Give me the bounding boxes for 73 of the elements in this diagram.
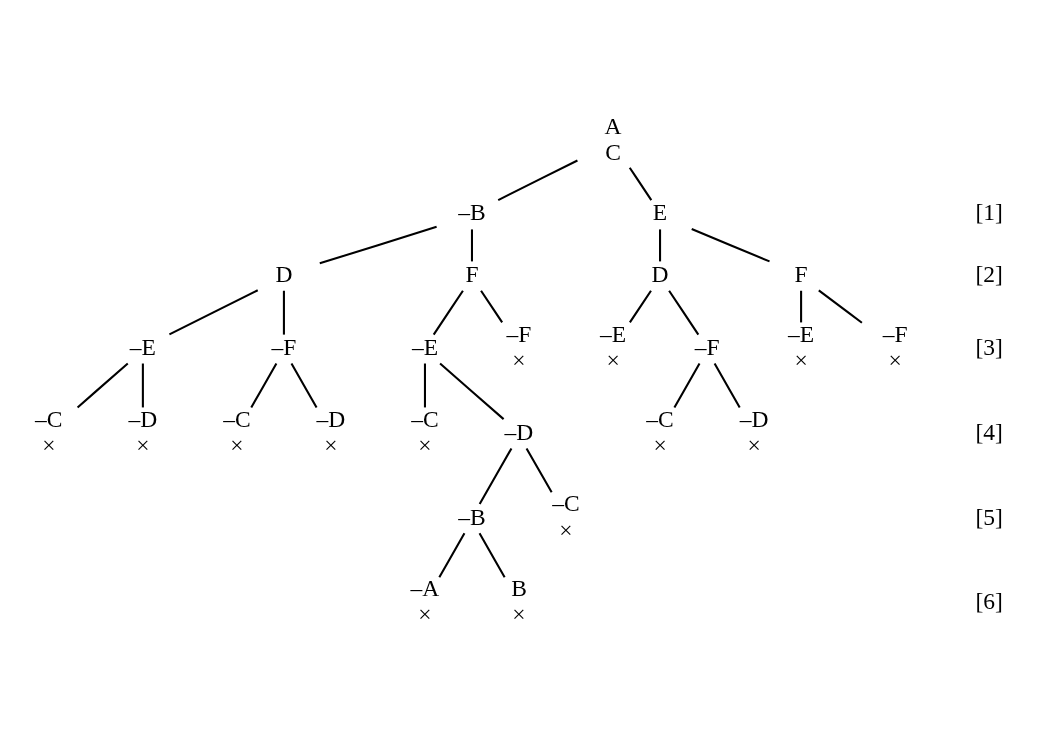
node-text: –C <box>646 405 674 432</box>
connector <box>470 228 474 261</box>
connector <box>497 159 578 201</box>
node-label: × <box>324 431 338 458</box>
connector <box>76 362 129 408</box>
connector <box>673 362 701 408</box>
node-text: –D <box>128 405 158 432</box>
node-label: × <box>136 431 150 458</box>
node-text: –C <box>552 489 580 516</box>
node-text: –E <box>129 333 156 360</box>
node-label: × <box>794 346 808 373</box>
connector <box>319 225 437 264</box>
connector <box>439 362 505 420</box>
node-text: –D <box>739 405 769 432</box>
node-label: × <box>230 431 244 458</box>
connector <box>629 289 652 323</box>
node-label: × <box>512 346 526 373</box>
node-label: × <box>747 431 761 458</box>
connector <box>438 532 466 578</box>
connector <box>713 362 741 408</box>
node-label: × <box>653 431 667 458</box>
node-label: × <box>418 600 432 627</box>
connector <box>423 363 426 407</box>
connector <box>250 362 278 408</box>
node-text: –F <box>506 320 532 347</box>
node-label: × <box>418 431 432 458</box>
node-text: –E <box>411 333 439 360</box>
node-text: –D <box>316 405 346 432</box>
node-text: –B <box>458 503 486 530</box>
node-text: D <box>275 260 293 287</box>
connector <box>800 290 803 322</box>
connector <box>525 447 553 493</box>
connector <box>480 289 504 323</box>
connector <box>668 289 700 335</box>
connector <box>141 363 144 407</box>
connector <box>478 447 513 504</box>
connector <box>432 289 464 335</box>
node-text: –F <box>882 320 908 347</box>
label: [5] <box>975 503 1003 530</box>
connector <box>659 228 662 261</box>
node-label: × <box>559 516 573 543</box>
node-text: –F <box>271 333 297 360</box>
node-text: –E <box>599 320 627 347</box>
node-text: F <box>794 260 808 287</box>
node-text: –F <box>694 333 720 360</box>
connector <box>818 289 863 324</box>
node-text: E <box>652 198 668 225</box>
node-text: –D <box>504 418 534 445</box>
node-text: –C <box>35 405 63 432</box>
connector <box>478 532 506 578</box>
label: [2] <box>975 260 1003 287</box>
label: [6] <box>975 587 1003 614</box>
node-text: –C <box>223 405 251 432</box>
label: [4] <box>975 418 1003 445</box>
label: [1] <box>975 198 1003 225</box>
node-label: × <box>888 346 902 373</box>
node-text: D <box>651 260 669 287</box>
connector <box>290 362 318 408</box>
node-text: –E <box>788 320 815 347</box>
node-text: B <box>511 574 527 601</box>
connector <box>691 227 770 262</box>
connector <box>282 290 285 335</box>
node-label: × <box>42 431 56 458</box>
node-label: × <box>512 600 526 627</box>
label: [3] <box>975 333 1003 360</box>
node-text: –A <box>410 574 440 601</box>
node-text: –B <box>458 198 486 225</box>
connector <box>168 288 259 335</box>
node-text: F <box>465 260 479 287</box>
connector <box>628 166 653 201</box>
node-text: –C <box>411 405 439 432</box>
node-label: × <box>606 346 620 373</box>
node-text: A C <box>604 112 622 165</box>
